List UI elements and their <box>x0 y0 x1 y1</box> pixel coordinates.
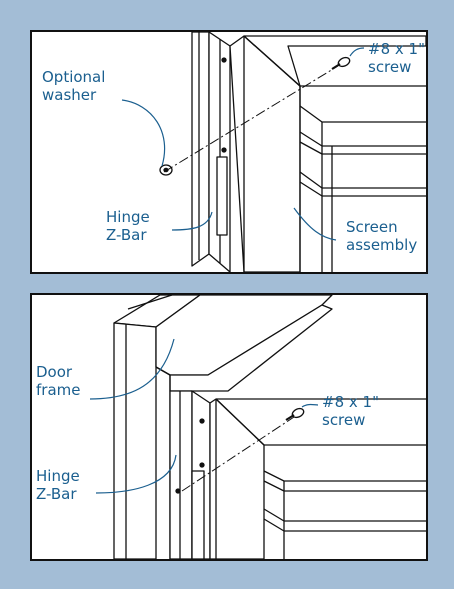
top-panel-screen-assembly: #8 x 1" screw Optional washer Hinge Z-Ba… <box>30 30 428 274</box>
door-frame <box>113 295 333 559</box>
bottom-line-art <box>89 295 426 559</box>
bottom-hinge-label: Hinge Z-Bar <box>36 467 80 503</box>
top-hinge-label: Hinge Z-Bar <box>106 208 150 244</box>
hinge-z-bar <box>191 32 231 272</box>
optional-washer-label: Optional washer <box>42 68 106 104</box>
leader-lines <box>89 338 319 494</box>
hinge-z-bar <box>169 390 211 559</box>
screen-assembly-frame <box>229 35 426 272</box>
leader-lines <box>121 47 365 241</box>
bottom-panel-door-frame: Door frame #8 x 1" screw Hinge Z-Bar <box>30 293 428 561</box>
alignment-axis <box>163 65 339 173</box>
bottom-screw-label: #8 x 1" screw <box>322 393 379 429</box>
screw-icon <box>331 56 351 70</box>
screw-icon <box>285 407 305 421</box>
top-screw-label: #8 x 1" screw <box>368 40 425 76</box>
alignment-axis <box>181 416 295 492</box>
washer-icon <box>159 164 173 176</box>
door-frame-label: Door frame <box>36 363 81 399</box>
screen-assembly-label: Screen assembly <box>346 218 418 254</box>
top-line-art <box>121 32 426 272</box>
screen-assembly-frame <box>209 398 426 559</box>
